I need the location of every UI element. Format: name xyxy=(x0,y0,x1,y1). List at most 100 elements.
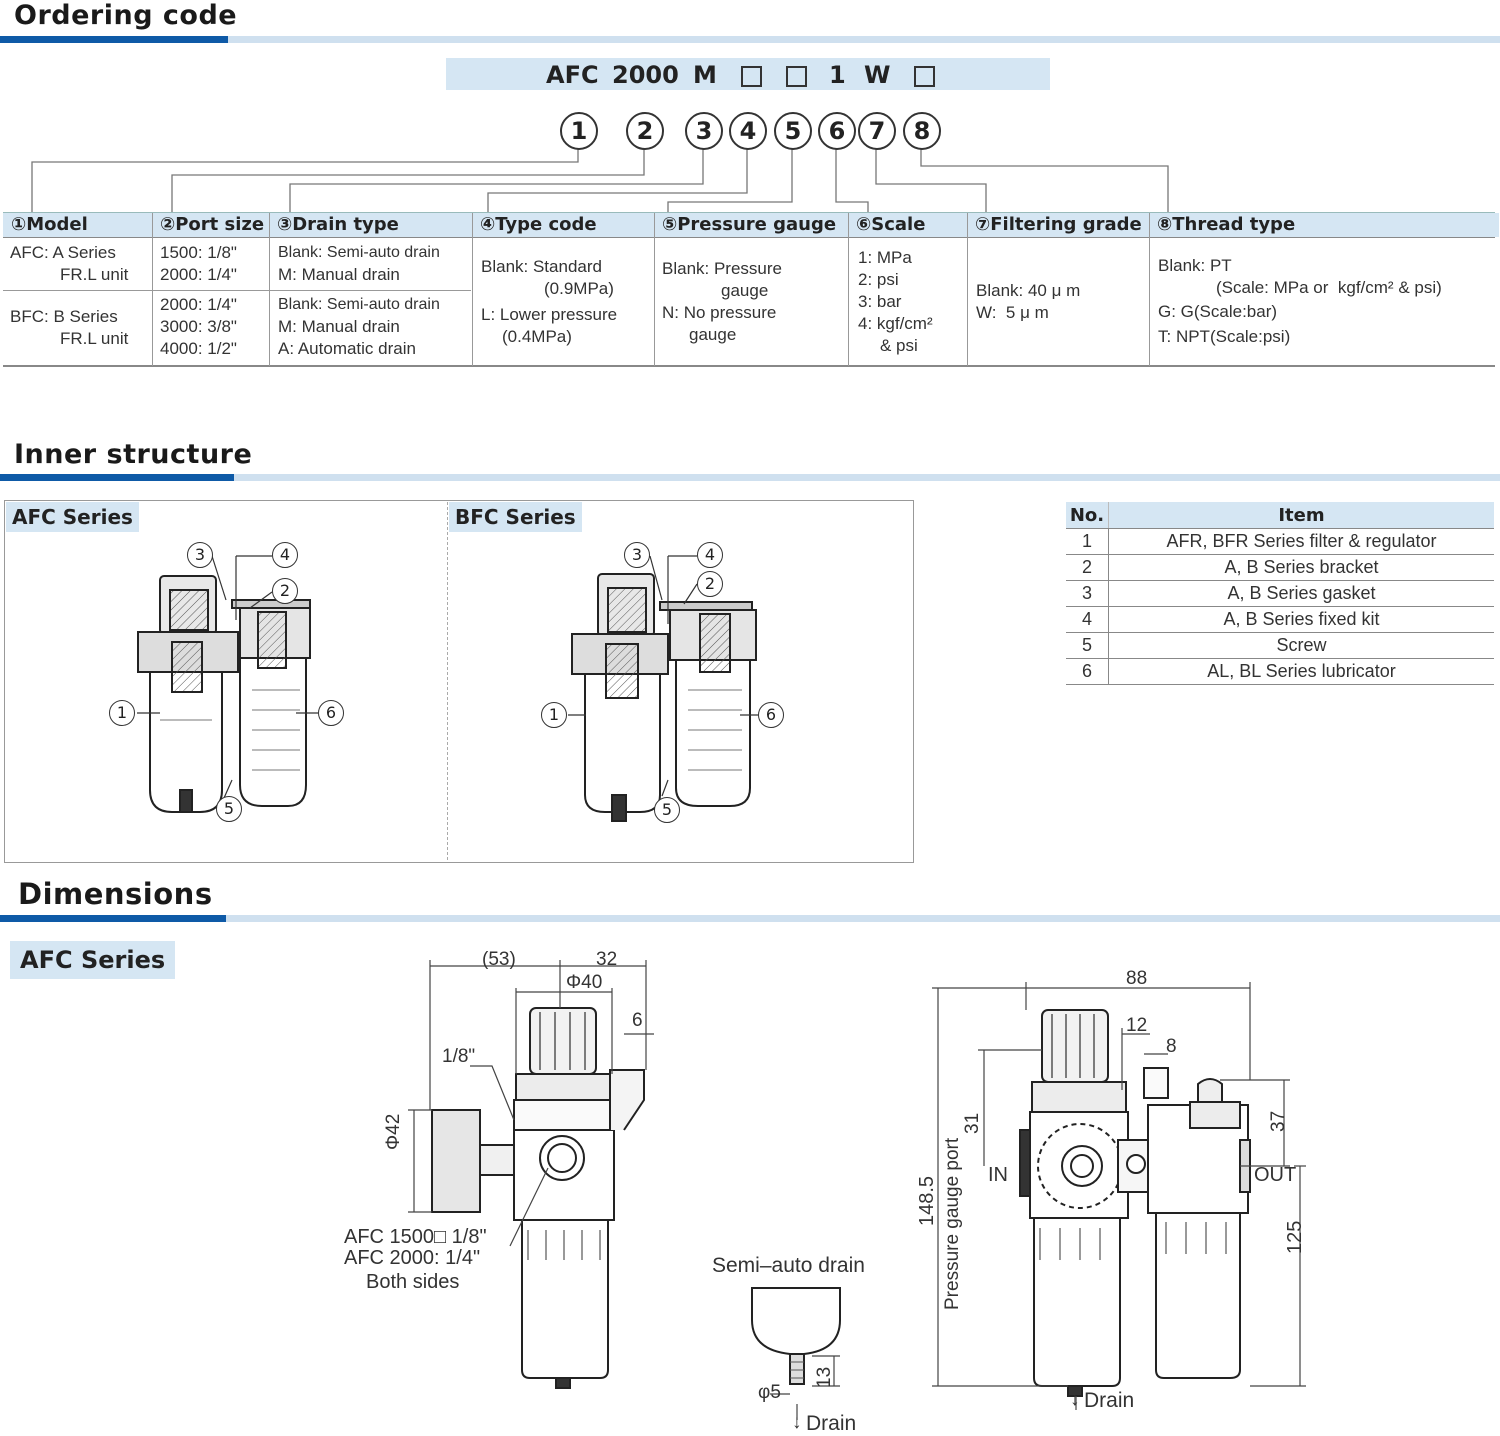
drain-automatic: A: Automatic drain xyxy=(278,339,416,358)
dimension-drawings xyxy=(408,960,1306,1420)
afc-unit-drawing xyxy=(137,575,311,813)
gauge-none-cont: gauge xyxy=(689,325,737,344)
model-bfc: BFC: B Series xyxy=(10,307,118,326)
inner-structure-drawings xyxy=(137,555,758,822)
dim-37: 37 xyxy=(1268,1110,1289,1132)
model-bfc-unit: FR.L unit xyxy=(60,329,129,348)
dim-13: 13 xyxy=(814,1366,835,1388)
header-port-size: ②Port size xyxy=(154,213,275,237)
drain-manual: M: Manual drain xyxy=(278,265,400,284)
model-afc-unit: FR.L unit xyxy=(60,265,129,284)
drain-semi-auto-b: Blank: Semi-auto drain xyxy=(278,296,440,313)
dim-8: 8 xyxy=(1166,1036,1177,1057)
code-token-port: 2000 xyxy=(612,61,679,89)
port-2000: 2000: 1/4" xyxy=(160,265,237,284)
dim-phi42: Φ42 xyxy=(383,1113,404,1150)
port-3000: 3000: 3/8" xyxy=(160,317,237,336)
dim-12: 12 xyxy=(1126,1015,1148,1036)
code-token-filter: W xyxy=(864,61,891,89)
thread-g: G: G(Scale:bar) xyxy=(1158,302,1278,321)
scale-mpa: 1: MPa xyxy=(858,248,912,267)
code-number-7: 7 xyxy=(858,112,896,150)
dim-6: 6 xyxy=(632,1010,643,1031)
header-filtering-grade: ⑦Filtering grade xyxy=(969,213,1154,237)
code-number-2: 2 xyxy=(626,112,664,150)
port-2000-b: 2000: 1/4" xyxy=(160,295,237,314)
thread-npt: T: NPT(Scale:psi) xyxy=(1158,327,1291,346)
code-number-3: 3 xyxy=(685,112,723,150)
section-divider xyxy=(0,915,1500,922)
section-divider xyxy=(0,474,1500,481)
code-token-series: AFC xyxy=(546,61,599,89)
afc-callout-6: 6 xyxy=(318,700,344,726)
afc-series-label: AFC Series xyxy=(6,502,139,532)
gauge-none: N: No pressure xyxy=(662,303,777,322)
type-lower-value: (0.4MPa) xyxy=(502,327,572,346)
dim-125: 125 xyxy=(1284,1220,1306,1254)
dims-series-label: AFC Series xyxy=(10,941,176,979)
type-standard-value: (0.9MPa) xyxy=(544,279,614,298)
gauge-with: Blank: Pressure xyxy=(662,259,782,278)
header-pressure-gauge: ⑤Pressure gauge xyxy=(656,213,853,237)
parts-header-no: No. xyxy=(1066,502,1109,529)
model-afc: AFC: A Series xyxy=(10,243,116,262)
bfc-series-label: BFC Series xyxy=(449,502,582,532)
code-token-scale: 1 xyxy=(829,61,846,89)
parts-header-item: Item xyxy=(1108,502,1494,529)
gauge-with-cont: gauge xyxy=(721,281,769,300)
port-4000: 4000: 1/2" xyxy=(160,339,237,358)
front-view-drawing xyxy=(1019,1009,1251,1397)
scale-psi: 2: psi xyxy=(858,270,899,289)
bfc-callout-5: 5 xyxy=(654,797,680,823)
code-token-drain: M xyxy=(693,61,717,89)
dim-53: (53) xyxy=(482,949,516,970)
code-number-8: 8 xyxy=(903,112,941,150)
scale-kgf-psi: & psi xyxy=(880,336,918,355)
header-type-code: ④Type code xyxy=(474,213,660,237)
arrow-down-icon: ↓ xyxy=(792,1412,802,1433)
filter-5: W: 5 μ m xyxy=(976,303,1049,322)
side-view-drawing xyxy=(431,1007,645,1389)
thread-pt-scale: (Scale: MPa or kgf/cm² & psi) xyxy=(1216,278,1442,297)
in-label: IN xyxy=(988,1164,1008,1186)
header-model: ①Model xyxy=(3,213,160,237)
front-drain-label: Drain xyxy=(1084,1389,1135,1412)
section-title-ordering: Ordering code xyxy=(14,0,238,31)
drain-detail-title: Semi–auto drain xyxy=(712,1254,865,1277)
code-number-4: 4 xyxy=(729,112,767,150)
code-placeholder-box xyxy=(914,66,935,87)
afc-callout-4: 4 xyxy=(272,542,298,568)
type-lower: L: Lower pressure xyxy=(481,305,618,324)
drain-semi-auto: Blank: Semi-auto drain xyxy=(278,244,440,261)
note-afc2000: AFC 2000: 1/4" xyxy=(344,1247,481,1269)
dim-32: 32 xyxy=(596,949,618,970)
afc-callout-1: 1 xyxy=(109,700,135,726)
bfc-callout-3: 3 xyxy=(624,542,650,568)
section-divider xyxy=(0,36,1500,43)
dim-phi40: Φ40 xyxy=(566,972,603,993)
section-title-inner: Inner structure xyxy=(14,439,253,470)
bfc-callout-1: 1 xyxy=(541,702,567,728)
drain-manual-b: M: Manual drain xyxy=(278,317,400,336)
dim-148-5: 148.5 xyxy=(916,1175,938,1226)
note-afc1500: AFC 1500□ 1/8" xyxy=(344,1226,487,1248)
dim-1-8: 1/8" xyxy=(442,1046,476,1067)
port-1500: 1500: 1/8" xyxy=(160,243,237,262)
thread-pt: Blank: PT xyxy=(1158,256,1232,275)
note-both-sides: Both sides xyxy=(366,1271,460,1293)
section-title-dimensions: Dimensions xyxy=(18,877,213,911)
code-number-5: 5 xyxy=(774,112,812,150)
pressure-gauge-port-label: Pressure gauge port xyxy=(942,1137,963,1310)
afc-callout-3: 3 xyxy=(187,542,213,568)
type-standard: Blank: Standard xyxy=(481,257,602,276)
out-label: OUT xyxy=(1254,1164,1297,1186)
arrow-down-icon: ↓ xyxy=(1070,1389,1080,1410)
code-placeholder-box xyxy=(786,66,807,87)
header-drain-type: ③Drain type xyxy=(271,213,478,237)
